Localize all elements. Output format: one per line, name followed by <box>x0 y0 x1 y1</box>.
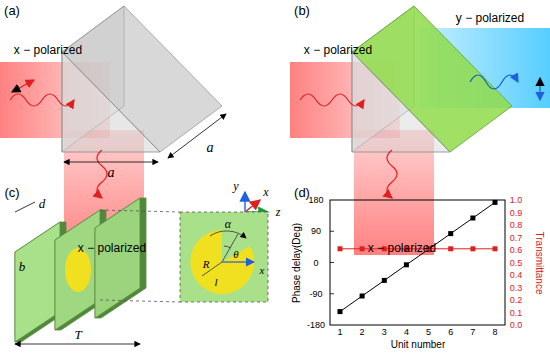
axis-label: z <box>275 206 282 218</box>
panel-label: (a) <box>4 4 20 17</box>
tick-label: 0.8 <box>510 221 523 230</box>
panel-label: (b) <box>294 4 310 17</box>
axis-title: Transmittance <box>534 231 544 294</box>
tick-label: 0.1 <box>510 308 523 317</box>
polarization-label: x − polarized <box>368 242 436 254</box>
polarization-label: x − polarized <box>304 44 372 56</box>
panel-label: (d) <box>294 186 310 199</box>
angle-label: θ <box>232 249 239 260</box>
tick-label: 0.0 <box>510 321 523 330</box>
dimension-label: d <box>38 197 47 210</box>
axis-label: x <box>262 186 269 198</box>
tick-label: 1 <box>337 328 342 337</box>
dimension-label: R <box>202 259 211 270</box>
axis-label: x <box>259 265 266 276</box>
tick-label: 2 <box>360 328 365 337</box>
tick-label: 0.2 <box>510 296 523 305</box>
panel-label: (c) <box>4 186 19 199</box>
polarization-label: x − polarized <box>14 44 82 56</box>
tick-label: -180 <box>307 321 325 330</box>
axis-title: Phase delay(Deg) <box>292 222 302 302</box>
tick-label: 1.0 <box>510 196 523 205</box>
tick-label: 0.7 <box>510 233 523 242</box>
polarization-label: x − polarized <box>78 242 146 254</box>
tick-label: 8 <box>492 328 497 337</box>
tick-label: 5 <box>426 328 431 337</box>
tick-label: 3 <box>382 328 387 337</box>
dimension-label: a <box>107 166 116 180</box>
tick-label: 0 <box>313 258 318 267</box>
tick-label: 6 <box>448 328 453 337</box>
tick-label: 7 <box>470 328 475 337</box>
dimension-label: a <box>206 141 215 155</box>
angle-label: α <box>224 218 232 230</box>
tick-label: 0.6 <box>510 246 523 255</box>
tick-label: 0.9 <box>510 208 523 217</box>
dimension-label: b <box>18 260 27 273</box>
tick-label: 0.4 <box>510 271 523 280</box>
tick-label: 0.5 <box>510 258 523 267</box>
polarization-label: y − polarized <box>456 12 524 24</box>
dimension-label: T <box>73 328 82 341</box>
dimension-label: l <box>213 277 218 288</box>
tick-label: -90 <box>309 289 322 298</box>
axis-label: y <box>232 180 239 192</box>
axis-title: Unit number <box>391 340 445 350</box>
tick-label: 0.3 <box>510 283 523 292</box>
tick-label: 90 <box>311 227 321 236</box>
tick-label: 4 <box>404 328 409 337</box>
tick-label: 180 <box>308 196 323 205</box>
